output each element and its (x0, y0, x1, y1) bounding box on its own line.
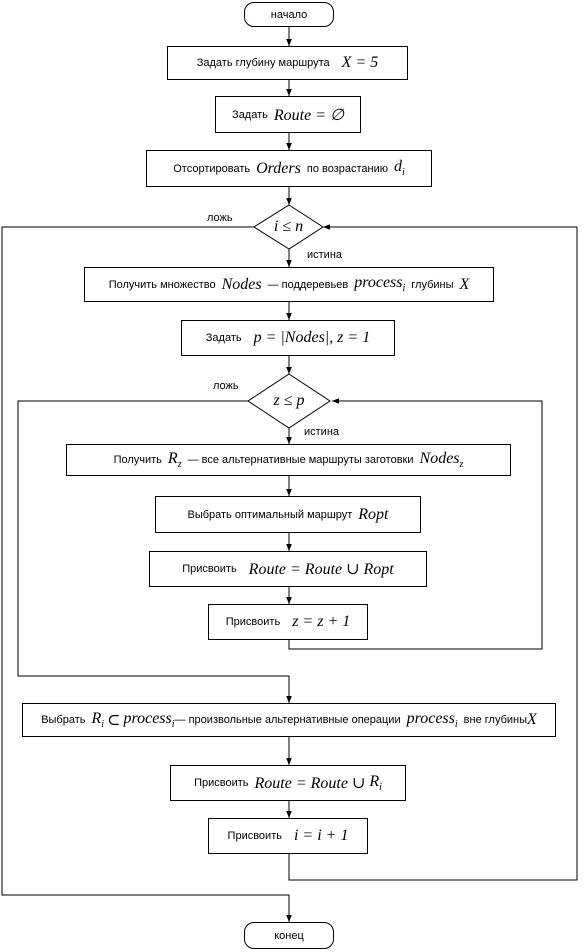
edge-false-z: ложь (213, 380, 239, 392)
getr-nodes: Nodesz (419, 449, 464, 471)
ri-process: processi (123, 709, 175, 731)
assign2-label: Присвоить (194, 777, 249, 789)
loop-exit-i (1, 226, 292, 922)
increment-z-box: Присвоить z = z + 1 (208, 604, 368, 640)
incz-label: Присвоить (225, 616, 281, 628)
ropt-label: Выбрать оптимальный маршрут (187, 508, 353, 521)
route-formula: Route = ∅ (273, 106, 344, 124)
edge-false-i: ложь (207, 212, 233, 224)
nodes-x: X (459, 275, 470, 293)
depth-label: Задать глубину маршрута (196, 57, 330, 69)
nodes-var: Nodes (221, 275, 262, 293)
loop-back-z (288, 398, 543, 650)
sort-tail: по возрастанию (306, 162, 388, 175)
depth-formula: X = 5 (341, 54, 379, 71)
getr-mid: — все альтернативные маршруты заготовки (187, 454, 414, 466)
nodes-tail: глубины (411, 278, 454, 291)
assign-route-ri-box: Присвоить Route = Route ∪ Ri (170, 765, 406, 801)
setp-formula: p = |Nodes|, z = 1 (253, 329, 371, 346)
ri-mid: — произвольные альтернативные операции (174, 714, 401, 726)
setp-label: Задать (205, 332, 242, 344)
incz-formula: z = z + 1 (292, 613, 351, 630)
ri-label: Выбрать (41, 714, 86, 726)
edge-true-z: истина (304, 426, 340, 438)
decision-i-shape (253, 204, 324, 250)
sort-d: di (393, 158, 405, 179)
increment-i-box: Присвоить i = i + 1 (208, 818, 368, 854)
set-p-box: Задать p = |Nodes|, z = 1 (181, 320, 395, 356)
start-label: начало (270, 8, 308, 21)
getr-r: Rz (167, 449, 182, 471)
ri-r: Ri (91, 709, 105, 731)
sort-orders-box: Отсортировать Orders по возрастанию di (146, 150, 432, 187)
assign1-formula: Route = Route ∪ Ropt (248, 561, 394, 578)
assign2-r: Ri (369, 772, 382, 794)
ri-tail: вне глубины (463, 714, 528, 726)
end-terminator: конец (244, 922, 334, 949)
sort-label: Отсортировать (173, 162, 251, 175)
start-terminator: начало (244, 2, 334, 27)
nodes-mid: — поддеревьев (267, 278, 349, 291)
choose-ri-box: Выбрать Ri ⊂ processi — произвольные аль… (22, 703, 556, 737)
inci-formula: i = i + 1 (293, 827, 349, 844)
assign2-formula: Route = Route ∪ (254, 775, 366, 792)
set-depth-box: Задать глубину маршрута X = 5 (167, 46, 408, 80)
sort-var: Orders (256, 159, 301, 177)
ri-x: X (527, 711, 537, 728)
decision-z-shape (247, 373, 331, 429)
edge-true-i: истина (307, 249, 343, 261)
nodes-process: processi (354, 274, 406, 295)
set-route-box: Задать Route = ∅ (215, 96, 361, 133)
ri-subset: ⊂ (107, 712, 121, 729)
ri-process2: processi (406, 709, 458, 731)
choose-optimal-box: Выбрать оптимальный маршрут Ropt (155, 496, 421, 533)
loop-back-i (288, 224, 578, 881)
assign-route-ropt-box: Присвоить Route = Route ∪ Ropt (149, 551, 427, 587)
get-alternatives-box: Получить Rz — все альтернативные маршрут… (66, 444, 511, 476)
get-nodes-box: Получить множество Nodes — поддеревьев p… (84, 267, 494, 302)
getr-label: Получить (113, 454, 162, 466)
end-label: конец (274, 929, 304, 942)
nodes-label: Получить множество (108, 278, 216, 291)
loop-exit-z (17, 400, 292, 703)
route-label: Задать (232, 108, 268, 121)
ropt-var: Ropt (358, 505, 389, 523)
inci-label: Присвоить (227, 830, 282, 842)
assign1-label: Присвоить (182, 563, 237, 575)
